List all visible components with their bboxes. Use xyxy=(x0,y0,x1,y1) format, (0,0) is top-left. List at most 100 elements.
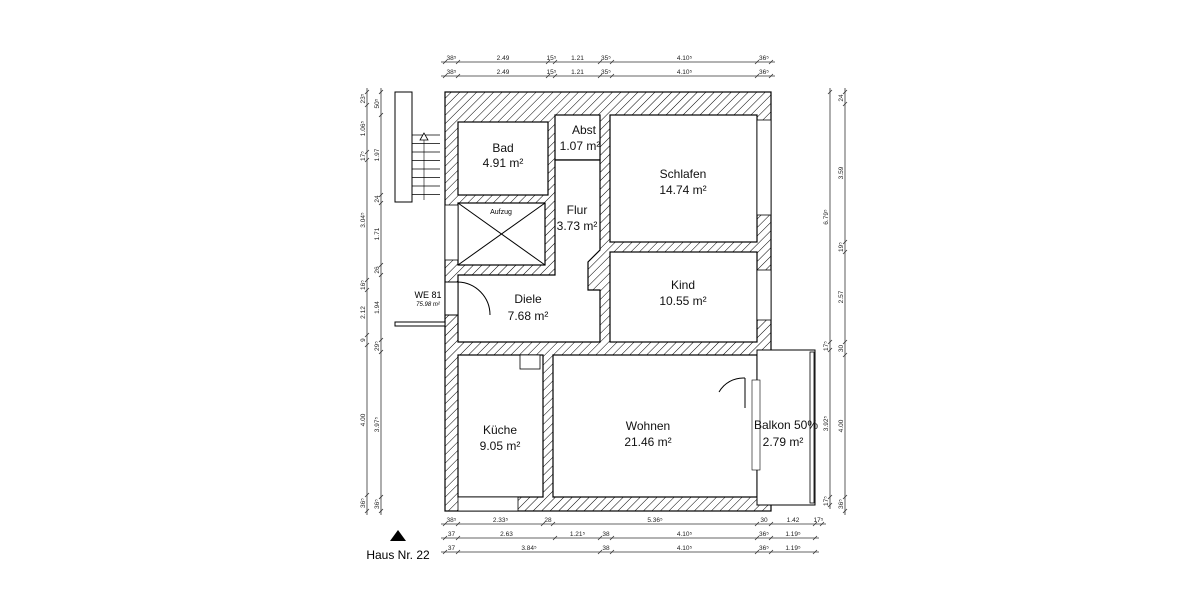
room-abst xyxy=(554,114,601,161)
dimension-label: 38⁵ xyxy=(447,55,457,62)
unit-area: 75.98 m² xyxy=(416,302,441,308)
dimension-tick xyxy=(455,521,461,527)
dimension-label: 1.97 xyxy=(374,148,381,161)
dimension-tick xyxy=(609,549,615,555)
dimension-label: 3.04⁵ xyxy=(360,212,367,228)
room-area: 14.74 m² xyxy=(659,183,706,197)
dimension-tick xyxy=(827,89,833,95)
dimension-tick xyxy=(442,521,448,527)
dimension-tick xyxy=(550,521,556,527)
dimension-label: 17⁵ xyxy=(823,496,830,506)
dimension-tick xyxy=(364,332,370,338)
dimension-label: 38⁵ xyxy=(447,69,457,76)
dimension-label: 17⁵ xyxy=(814,517,824,524)
dimension-label: 26 xyxy=(374,266,381,274)
dimension-tick xyxy=(827,347,833,353)
dimension-tick xyxy=(364,342,370,348)
dimension-tick xyxy=(442,59,448,65)
dimension-label: 2.12 xyxy=(360,306,367,319)
elevator-cross xyxy=(457,202,546,266)
dimension-label: 36⁵ xyxy=(360,498,367,508)
dimension-label: 36⁵ xyxy=(374,499,381,509)
room-name: Kind xyxy=(671,278,695,292)
dimension-tick xyxy=(768,73,774,79)
entrance-door-leaf xyxy=(444,281,459,316)
dimension-tick xyxy=(442,73,448,79)
dimension-tick xyxy=(378,192,384,198)
dimension-tick xyxy=(378,337,384,343)
room-name: Abst xyxy=(572,123,597,137)
dimension-label: 38 xyxy=(602,545,610,552)
dimension-tick xyxy=(378,508,384,514)
north-arrow-icon xyxy=(390,530,406,541)
balkon-door-icon xyxy=(718,377,746,408)
dimension-label: 38 xyxy=(602,531,610,538)
dimension-tick xyxy=(378,349,384,355)
dimension-label: 38⁵ xyxy=(447,517,457,524)
dimension-tick xyxy=(378,272,384,278)
dimension-label: 17⁵ xyxy=(360,151,367,161)
room-name: Wohnen xyxy=(626,419,670,433)
dimension-label: 36⁵ xyxy=(838,499,845,509)
dimension-tick xyxy=(754,59,760,65)
dimension-tick xyxy=(545,73,551,79)
dimension-label: 24 xyxy=(374,195,381,203)
room-flur-diele xyxy=(457,159,601,343)
dimension-tick xyxy=(842,89,848,95)
dimension-tick xyxy=(754,73,760,79)
dimension-tick xyxy=(378,494,384,500)
dimension-label: 3.84⁵ xyxy=(521,545,537,552)
dimension-label: 3.97⁵ xyxy=(374,417,381,433)
dimension-label: 1.19⁵ xyxy=(785,531,801,538)
dimension-tick xyxy=(455,535,461,541)
dimension-tick xyxy=(364,102,370,108)
dimension-label: 15⁵ xyxy=(547,69,557,76)
room-area: 2.79 m² xyxy=(763,435,804,449)
dimension-tick xyxy=(842,339,848,345)
dimension-tick xyxy=(754,535,760,541)
dimension-label: 50⁵ xyxy=(374,98,381,108)
dimension-label: 23⁵ xyxy=(360,93,367,103)
dimension-tick xyxy=(812,535,818,541)
dimension-label: 4.10⁵ xyxy=(677,545,693,552)
dimension-tick xyxy=(842,352,848,358)
dimension-tick xyxy=(754,549,760,555)
dimension-tick xyxy=(812,521,818,527)
dimension-label: 4.10⁵ xyxy=(677,55,693,62)
dimension-label: 1.06⁵ xyxy=(360,121,367,137)
dimension-tick xyxy=(768,535,774,541)
dimension-tick xyxy=(364,149,370,155)
unit-label: WE 81 xyxy=(414,290,441,300)
dimension-tick xyxy=(609,73,615,79)
dimension-label: 17⁵ xyxy=(823,341,830,351)
dimension-tick xyxy=(364,157,370,163)
room-area: 21.46 m² xyxy=(624,435,671,449)
room-wohnen xyxy=(552,354,758,498)
dimension-tick xyxy=(378,89,384,95)
room-name: Diele xyxy=(514,292,542,306)
house-label: Haus Nr. 22 xyxy=(366,548,430,562)
window-kind xyxy=(756,269,772,321)
elevator-label: Aufzug xyxy=(490,209,512,216)
dimension-tick xyxy=(842,508,848,514)
dimension-tick xyxy=(455,549,461,555)
dimension-tick xyxy=(812,549,818,555)
stair-stringer xyxy=(394,91,413,203)
dimension-tick xyxy=(540,521,546,527)
dimension-label: 30 xyxy=(838,345,845,353)
dimension-tick xyxy=(364,508,370,514)
dimension-tick xyxy=(364,89,370,95)
dimension-label: 37 xyxy=(448,531,456,538)
dimension-tick xyxy=(768,549,774,555)
dimension-label: 1.21 xyxy=(571,69,584,76)
dimension-tick xyxy=(378,262,384,268)
room-name: Küche xyxy=(483,423,517,437)
dimension-tick xyxy=(609,59,615,65)
room-name: Bad xyxy=(492,141,513,155)
balkon-rail xyxy=(809,351,815,504)
dimension-label: 28 xyxy=(544,517,552,524)
dimension-label: 2.63 xyxy=(500,531,513,538)
dimension-label: 3.59 xyxy=(838,166,845,179)
